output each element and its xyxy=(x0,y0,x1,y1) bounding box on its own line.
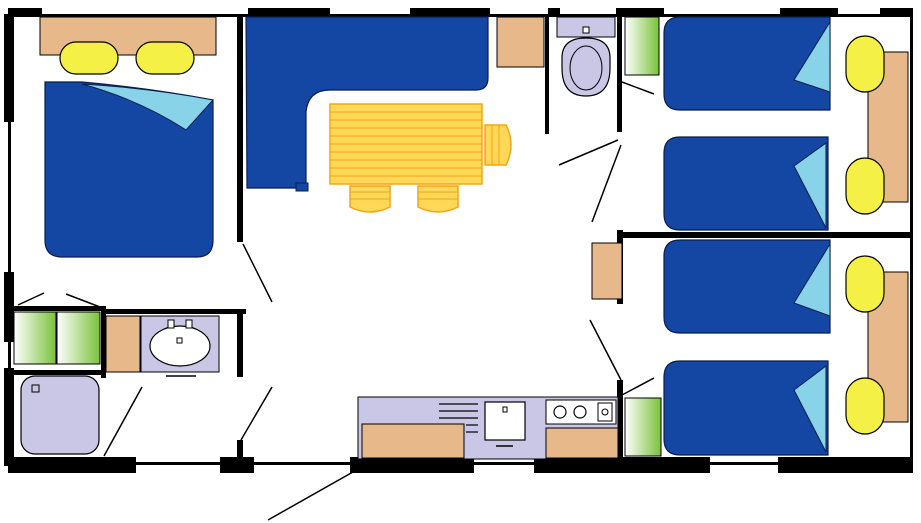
pillow-bed-1 xyxy=(845,35,885,93)
wardrobe-top xyxy=(624,16,660,76)
pillow-left xyxy=(59,41,119,75)
bedroom-2 xyxy=(663,16,909,231)
pillow-bed-3 xyxy=(845,255,885,313)
bed-sheet-fold xyxy=(81,83,214,131)
bedroom-3 xyxy=(663,239,909,456)
kitchen-cabinet-left xyxy=(361,423,465,459)
pillow-right xyxy=(135,41,195,75)
bedroom2-door xyxy=(591,144,622,223)
chair-right xyxy=(484,124,512,166)
twin-bed-4 xyxy=(663,360,829,456)
wc-door xyxy=(558,139,619,166)
bedroom3-door xyxy=(589,319,622,381)
pillow-bed-4 xyxy=(845,377,885,435)
bath-cabinet-left xyxy=(13,311,57,365)
kitchen xyxy=(357,396,619,460)
hall-cabinet xyxy=(591,242,623,300)
bath-cabinet-right xyxy=(56,311,101,365)
wardrobe-bottom xyxy=(624,397,662,457)
drainer xyxy=(439,403,478,433)
bath-small-door-b xyxy=(65,293,101,308)
kitchen-cabinet-right xyxy=(545,427,619,459)
sheet-bed-3 xyxy=(793,242,831,317)
burner-1 xyxy=(553,405,567,419)
sheet-bed-1 xyxy=(793,20,831,93)
pillow-bed-2 xyxy=(845,157,885,215)
bathroom-door xyxy=(240,386,273,441)
shower-drain xyxy=(31,384,40,393)
sheet-bed-4 xyxy=(793,365,827,453)
door-swings xyxy=(17,81,655,521)
dining-set xyxy=(329,103,512,213)
shower-door xyxy=(103,386,143,457)
lounge-cabinet xyxy=(496,16,545,68)
wardrobe-door-a xyxy=(621,81,655,95)
lounge-sofa xyxy=(245,16,489,189)
bath-small-door-a xyxy=(17,292,45,306)
bath-shelf xyxy=(105,315,141,373)
toilet xyxy=(556,16,616,97)
burner-2 xyxy=(573,405,587,419)
master-bedroom xyxy=(39,16,217,258)
twin-bed-2 xyxy=(663,136,829,231)
bathroom xyxy=(13,311,220,455)
twin-bed-3 xyxy=(663,239,831,334)
twin-bed-1 xyxy=(663,16,831,111)
wardrobe-door-b xyxy=(621,377,655,396)
sofa-seam xyxy=(295,182,309,192)
chair-center xyxy=(417,185,459,213)
entrance-door xyxy=(267,467,361,521)
master-bedroom-door xyxy=(242,243,273,303)
shower xyxy=(20,375,100,455)
washbasin xyxy=(149,325,211,367)
cooktop xyxy=(545,399,617,425)
chair-left xyxy=(349,185,391,213)
sheet-bed-2 xyxy=(793,142,827,229)
double-bed xyxy=(44,81,214,258)
